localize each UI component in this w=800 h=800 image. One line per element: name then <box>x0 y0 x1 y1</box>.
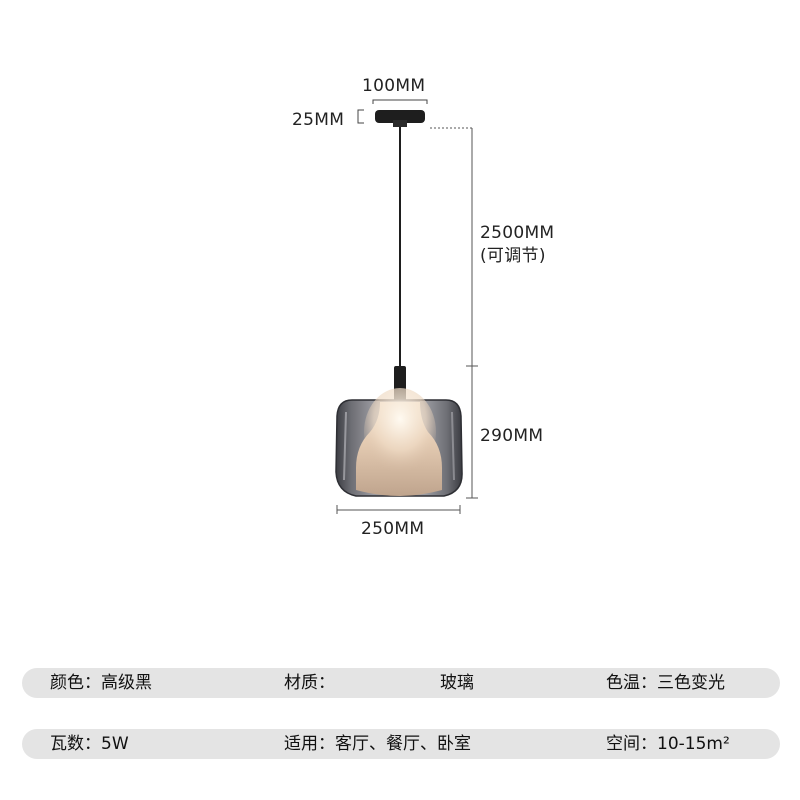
canopy-width-bracket <box>372 99 428 104</box>
shade-height-dimension <box>466 366 478 499</box>
ceiling-canopy <box>375 110 425 127</box>
spec-value: 客厅、餐厅、卧室 <box>335 734 471 754</box>
spec-value: 高级黑 <box>101 673 152 693</box>
spec-value: 5W <box>101 734 129 754</box>
canopy-width-label: 100MM <box>362 76 426 96</box>
spec-wattage: 瓦数：5W <box>50 729 129 759</box>
spec-label: 空间： <box>606 734 657 754</box>
inner-diffuser <box>356 388 442 496</box>
spec-row-1: 颜色：高级黑 材质： 玻璃 色温：三色变光 <box>22 668 780 698</box>
cord-length-label: 2500MM (可调节) <box>480 222 554 268</box>
spec-material-label: 材质： <box>284 673 335 693</box>
spec-value: 10-15m² <box>657 734 730 754</box>
shade-height-label: 290MM <box>480 426 544 446</box>
shade-width-dimension <box>336 505 461 514</box>
spec-row-2: 瓦数：5W 适用：客厅、餐厅、卧室 空间：10-15m² <box>22 729 780 759</box>
spec-usage: 适用：客厅、餐厅、卧室 <box>284 729 471 759</box>
spec-material-value: 玻璃 <box>440 673 474 693</box>
spec-label: 色温： <box>606 673 657 693</box>
spec-label: 瓦数： <box>50 734 101 754</box>
spec-color: 颜色：高级黑 <box>50 668 152 698</box>
cord-length-dimension <box>430 127 478 367</box>
shade-width-label: 250MM <box>361 519 425 539</box>
spec-space: 空间：10-15m² <box>606 729 730 759</box>
cord-length-value: 2500MM <box>480 223 555 243</box>
canopy-height-label: 25MM <box>292 110 345 130</box>
spec-label: 适用： <box>284 734 335 754</box>
cord-adjustable-note: (可调节) <box>480 246 546 266</box>
spec-label: 颜色： <box>50 673 101 693</box>
canopy-height-bracket <box>357 109 364 124</box>
spec-value: 三色变光 <box>657 673 725 693</box>
spec-color-temp: 色温：三色变光 <box>606 668 725 698</box>
